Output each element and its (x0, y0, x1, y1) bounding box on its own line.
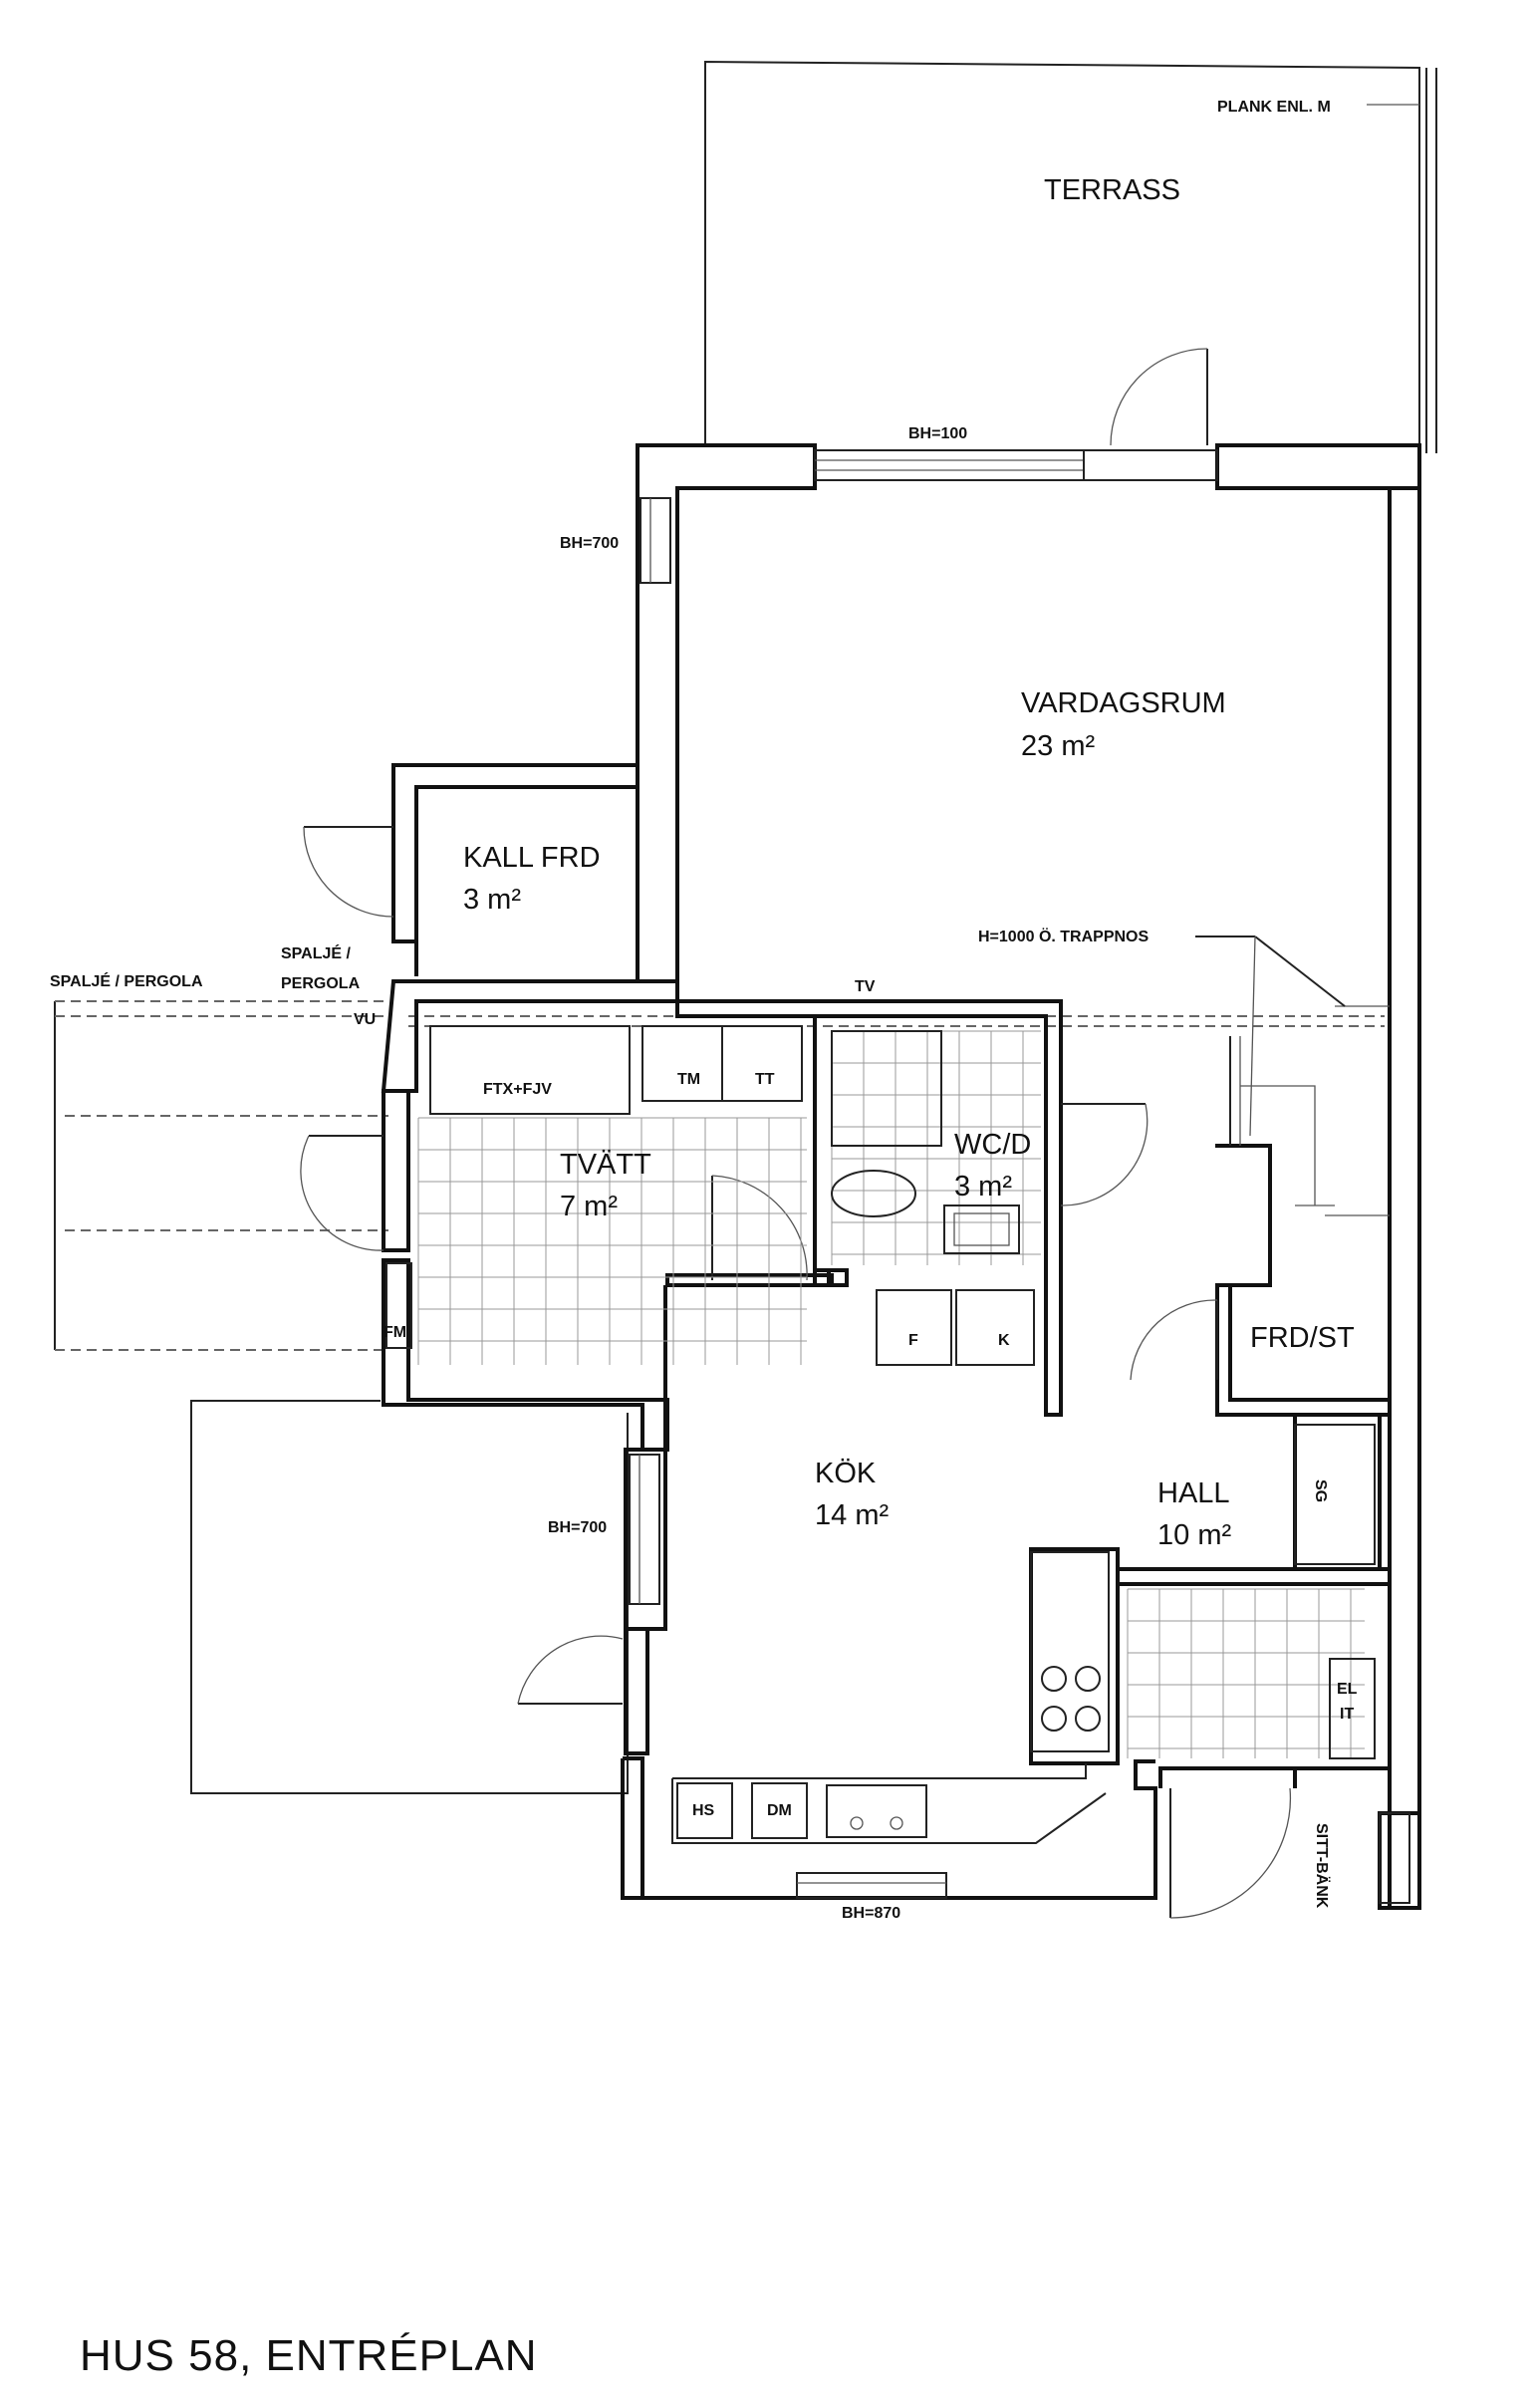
room-wcd-name: WC/D (954, 1129, 1031, 1161)
window-note-bh100: BH=100 (908, 425, 967, 442)
room-kall-frd-name: KALL FRD (463, 842, 601, 874)
room-wcd-area: 3 m² (954, 1171, 1012, 1203)
trappnos-note: H=1000 Ö. TRAPPNOS (978, 927, 1150, 945)
dm-label: DM (767, 1802, 792, 1819)
room-vardagsrum-name: VARDAGSRUM (1021, 687, 1226, 719)
room-tvatt-name: TVÄTT (560, 1149, 651, 1181)
window-note-bh700-left: BH=700 (548, 1519, 607, 1536)
room-tvatt-area: 7 m² (560, 1191, 618, 1222)
door-swings (300, 348, 1292, 1919)
window-note-bh700-top: BH=700 (560, 535, 619, 552)
spalje-pergola-left: SPALJÉ / PERGOLA (50, 971, 203, 990)
inner-walls (414, 787, 1392, 1765)
laundry-fixtures (385, 1025, 803, 1349)
room-hall-area: 10 m² (1157, 1519, 1231, 1551)
k-label: K (998, 1332, 1010, 1349)
f-label: F (908, 1332, 918, 1349)
tt-label: TT (755, 1071, 775, 1088)
ftx-label: FTX+FJV (483, 1081, 552, 1098)
room-frd-st-name: FRD/ST (1250, 1322, 1355, 1354)
room-terrass-name: TERRASS (1044, 174, 1180, 206)
tiled-floors (417, 1030, 1365, 1758)
room-vardagsrum-area: 23 m² (1021, 730, 1095, 762)
hall-fixtures (1294, 1424, 1410, 1904)
spalje-line2: PERGOLA (281, 975, 361, 992)
sittbank-label: SITT-BÄNK (1313, 1823, 1331, 1909)
stairs (1195, 936, 1390, 1216)
window-note-bh870: BH=870 (842, 1905, 900, 1922)
sg-label: SG (1312, 1479, 1329, 1502)
tm-label: TM (677, 1071, 700, 1088)
it-label: IT (1340, 1706, 1354, 1723)
windows (629, 449, 1218, 1899)
terrace-outline (704, 60, 1437, 453)
kitchen-fixtures (671, 1289, 1110, 1844)
plank-note: PLANK ENL. M (1217, 99, 1331, 116)
vu-label: VU (354, 1011, 376, 1028)
garden-outline (54, 1000, 1385, 1794)
room-hall-name: HALL (1157, 1477, 1230, 1509)
el-label: EL (1337, 1681, 1358, 1698)
wc-fixtures (831, 1030, 1020, 1254)
plan-title: HUS 58, ENTRÉPLAN (80, 2331, 538, 2380)
room-kok-area: 14 m² (815, 1499, 889, 1531)
room-kall-frd-area: 3 m² (463, 884, 521, 916)
tv-label: TV (855, 978, 876, 995)
room-kok-name: KÖK (815, 1458, 877, 1489)
fm-label: FM (384, 1324, 406, 1341)
spalje-line1: SPALJÉ / (281, 943, 352, 962)
hs-label: HS (692, 1802, 715, 1819)
